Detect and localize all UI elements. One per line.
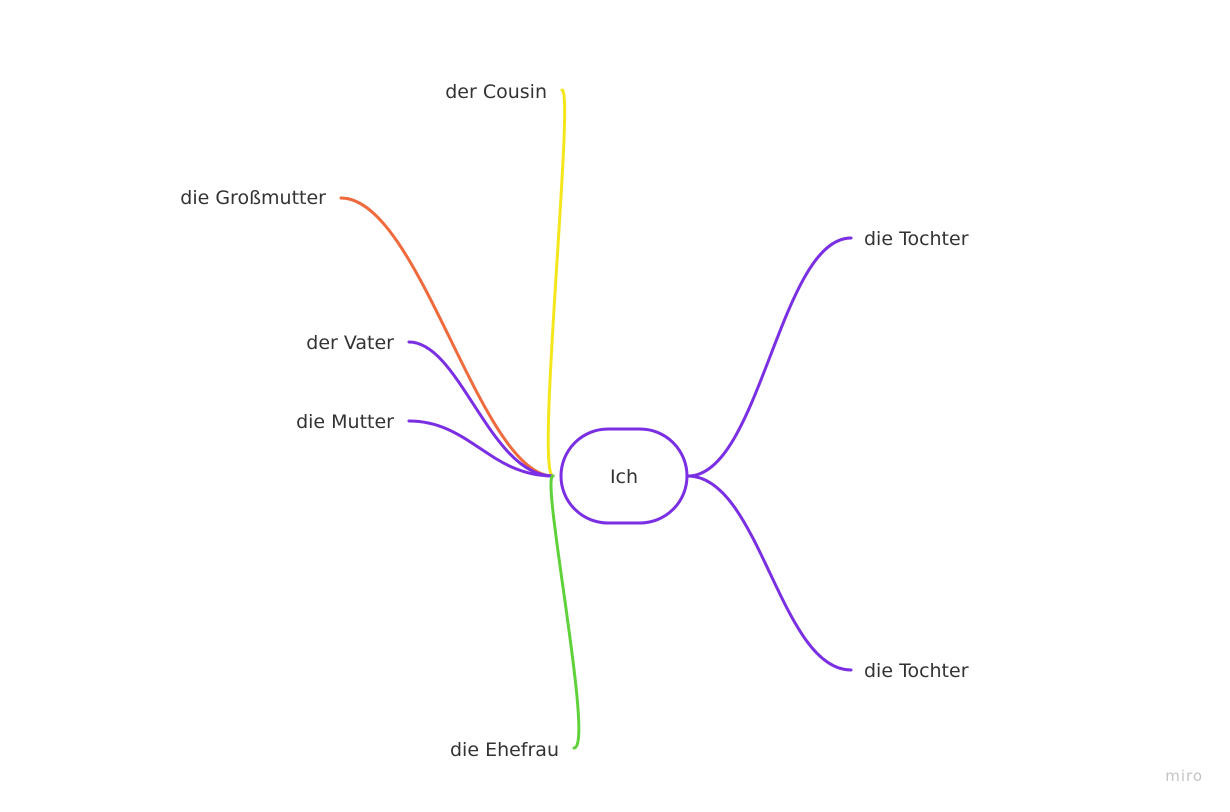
center-node-label: Ich — [610, 466, 638, 488]
branch-line-grossmutter — [339, 196, 555, 478]
branch-line-ehefrau — [549, 474, 581, 750]
miro-watermark-logo: miro — [1165, 767, 1203, 785]
node-label-tochter-2[interactable]: die Tochter — [864, 660, 969, 682]
node-label-vater[interactable]: der Vater — [306, 332, 394, 354]
node-label-ehefrau[interactable]: die Ehefrau — [450, 739, 559, 761]
center-node[interactable]: Ich — [559, 427, 689, 525]
branch-line-tochter-1 — [686, 236, 853, 478]
center-node-shape — [559, 427, 689, 525]
node-label-tochter-1[interactable]: die Tochter — [864, 228, 969, 250]
branch-line-mutter — [407, 419, 555, 478]
branch-line-tochter-2 — [686, 474, 853, 672]
node-label-mutter[interactable]: die Mutter — [296, 411, 394, 433]
node-label-cousin[interactable]: der Cousin — [445, 81, 547, 103]
branch-line-vater — [407, 340, 555, 478]
branch-line-cousin — [546, 88, 567, 478]
node-label-grossmutter[interactable]: die Großmutter — [180, 187, 326, 209]
